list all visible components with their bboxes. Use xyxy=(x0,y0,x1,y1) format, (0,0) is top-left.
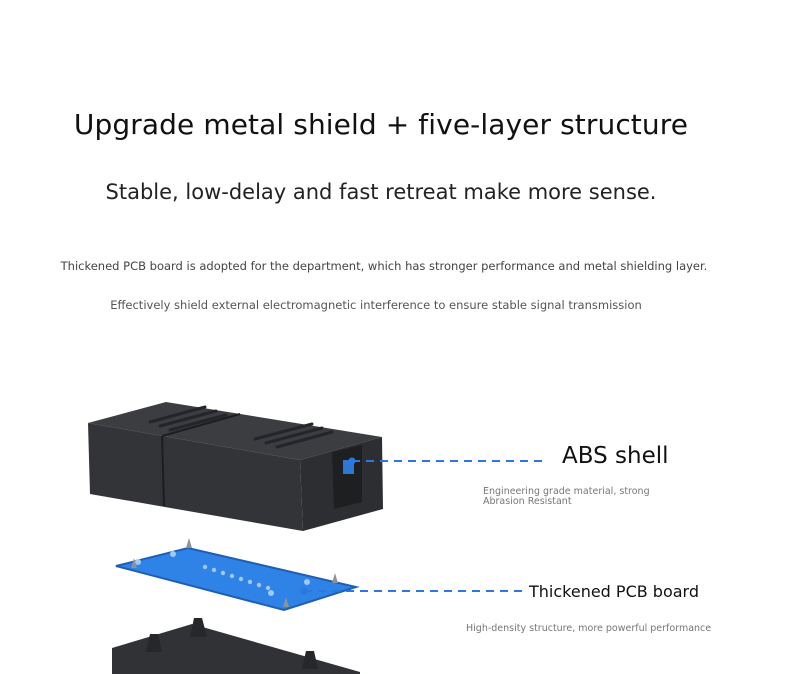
metal-shield-pin-3 xyxy=(302,651,318,669)
description-line-1: Thickened PCB board is adopted for the d… xyxy=(60,259,708,273)
abs-leader-dot xyxy=(348,457,356,465)
abs-shell-seam-top xyxy=(161,413,241,437)
abs-shell-label: ABS shell xyxy=(562,443,669,469)
pcb-leader-dot xyxy=(300,587,308,595)
pcb-board-note: High-density structure, more powerful pe… xyxy=(466,623,712,634)
metal-shield-pin-1 xyxy=(190,618,207,637)
headline: Upgrade metal shield + five-layer struct… xyxy=(73,108,689,141)
abs-shell-grooves xyxy=(148,405,334,449)
pcb-board-label: Thickened PCB board xyxy=(529,582,700,601)
pcb-components xyxy=(135,551,310,596)
abs-shell-note: Engineering grade material, strong Abras… xyxy=(483,486,650,507)
metal-shield-block xyxy=(112,624,360,674)
abs-shell-front-face xyxy=(88,423,303,531)
subheadline: Stable, low-delay and fast retreat make … xyxy=(105,180,657,204)
metal-shield-pin-2 xyxy=(146,634,162,652)
pcb-board xyxy=(115,546,360,612)
abs-shell-opening xyxy=(332,445,362,509)
exploded-structure-illustration xyxy=(88,402,548,674)
description-line-2: Effectively shield external electromagne… xyxy=(110,298,642,312)
abs-shell-seam xyxy=(161,435,165,507)
abs-shell-top-face xyxy=(88,402,382,460)
pcb-pins xyxy=(131,538,338,607)
abs-shell-port xyxy=(343,460,354,474)
